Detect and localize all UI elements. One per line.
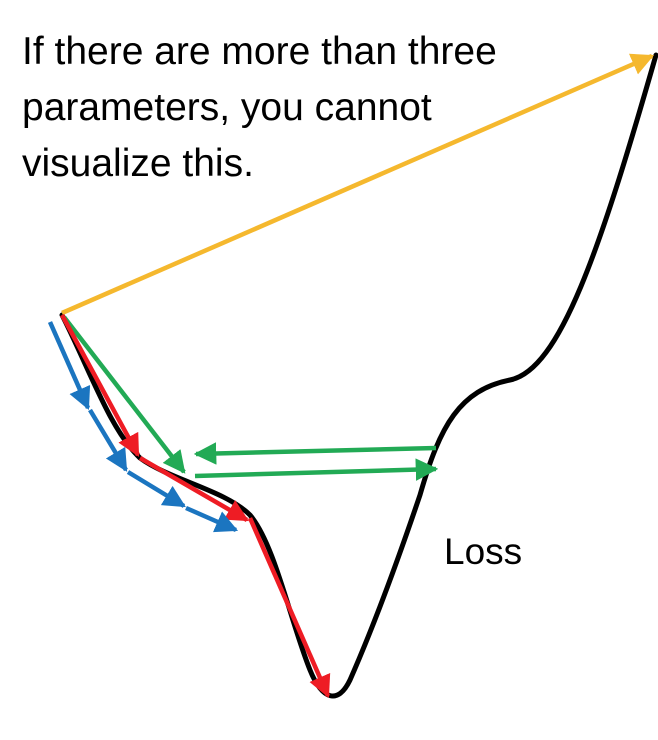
green-step-1	[62, 315, 186, 474]
tiny-step-arrows	[47, 321, 239, 533]
caption-line-1: If there are more than three	[22, 30, 497, 73]
green-step-2	[194, 458, 439, 481]
red-step-2	[138, 456, 249, 522]
green-step-3	[193, 442, 437, 465]
caption: If there are more than three parameters,…	[22, 24, 622, 192]
medium-step-arrows	[62, 315, 439, 481]
caption-line-2: parameters, you cannot	[22, 86, 432, 129]
large-step-arrow	[61, 53, 655, 316]
blue-step-1	[47, 321, 91, 411]
caption-line-3: visualize this.	[22, 142, 254, 185]
red-step-1	[60, 313, 140, 457]
blue-step-4	[185, 505, 239, 533]
red-step-3	[247, 517, 331, 699]
loss-curve	[59, 52, 658, 699]
small-step-arrows	[60, 313, 331, 699]
blue-step-3	[126, 470, 186, 508]
blue-step-2	[88, 408, 128, 472]
loss-label: Loss	[444, 531, 523, 572]
